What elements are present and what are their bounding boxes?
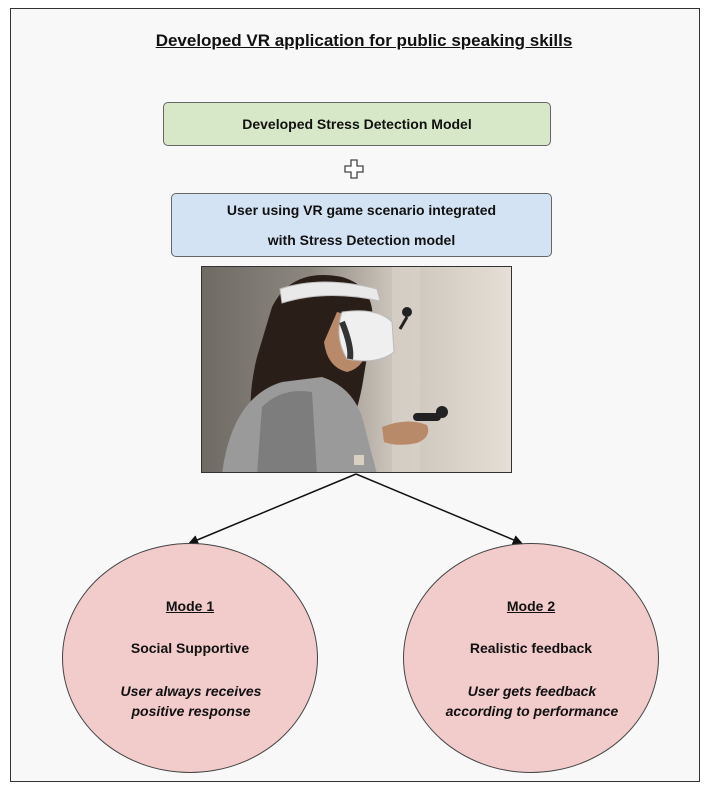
mode1-circle: Mode 1 Social Supportive User always rec… xyxy=(62,543,318,773)
stress-detection-box: Developed Stress Detection Model xyxy=(163,102,551,146)
mode1-title: Mode 1 xyxy=(165,598,215,614)
arrow-to-mode1 xyxy=(188,473,357,545)
mode2-subtitle: Realistic feedback xyxy=(469,640,593,656)
mode2-description: User gets feedback according to performa… xyxy=(445,683,619,719)
plus-icon xyxy=(344,159,364,179)
mode1-description: User always receives positive response xyxy=(120,683,262,719)
mode2-title: Mode 2 xyxy=(506,598,556,614)
arrow-to-mode2 xyxy=(355,473,523,545)
mode1-subtitle: Social Supportive xyxy=(130,640,250,656)
vr-user-photo xyxy=(201,266,512,473)
mode2-circle: Mode 2 Realistic feedback User gets feed… xyxy=(403,543,659,773)
user-scenario-box: User using VR game scenario integrated w… xyxy=(171,193,552,257)
user-box-line2: with Stress Detection model xyxy=(267,232,456,248)
user-box-line1: User using VR game scenario integrated xyxy=(226,202,497,218)
diagram-title: Developed VR application for public spea… xyxy=(155,31,573,50)
